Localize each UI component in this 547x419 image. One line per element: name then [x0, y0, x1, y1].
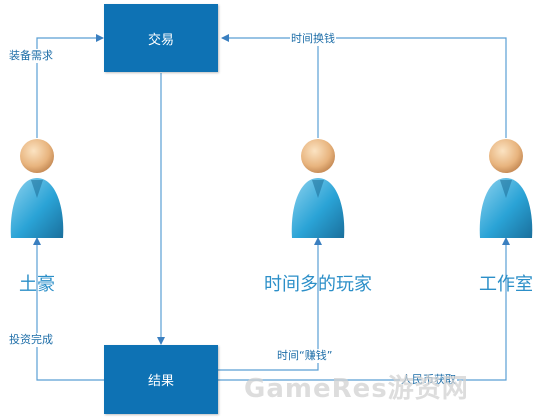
edge-investment-done — [33, 237, 104, 381]
edge-label-investment-done: 投资完成 — [8, 333, 54, 347]
person-label-studio: 工作室 — [479, 274, 533, 295]
trade-node: 交易 — [104, 4, 218, 72]
person-icon — [479, 139, 533, 238]
edge-time-for-money — [221, 34, 507, 138]
edge-equipment-demand — [36, 34, 104, 138]
person-label-tuhao: 土豪 — [19, 274, 55, 295]
edge-label-time-earning: 时间“赚钱” — [276, 349, 334, 363]
person-icon — [291, 139, 345, 238]
edge-label-rmb-gain: 人民币获取 — [400, 373, 457, 387]
watermark: GameRes游资网 — [244, 374, 469, 404]
edge-time-earning — [218, 237, 322, 371]
edge-label-equipment-demand: 装备需求 — [8, 49, 54, 63]
person-label-casual: 时间多的玩家 — [264, 274, 372, 295]
result-node: 结果 — [104, 345, 218, 414]
person-icon — [10, 139, 64, 238]
edge-label-time-for-money: 时间换钱 — [290, 32, 336, 46]
edge-rmb-gain — [218, 237, 510, 381]
